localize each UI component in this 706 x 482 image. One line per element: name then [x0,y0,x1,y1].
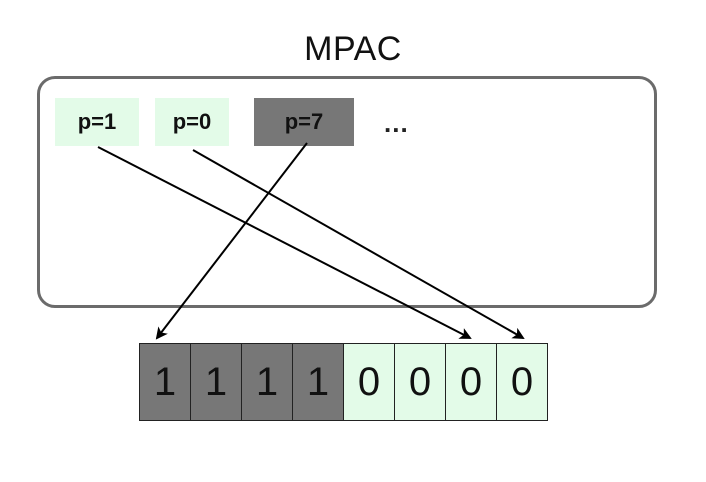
bit-cell: 0 [394,343,446,421]
bit-cell: 1 [241,343,293,421]
bit-cell: 0 [343,343,395,421]
bit-vector: 1 1 1 1 0 0 0 0 [139,343,548,421]
bit-cell: 1 [139,343,191,421]
priority-label-p1: p=1 [55,98,139,146]
diagram-title: MPAC [304,30,402,68]
bit-cell: 0 [445,343,497,421]
bit-cell: 1 [190,343,242,421]
bit-cell: 1 [292,343,344,421]
priority-label-p0: p=0 [155,98,229,146]
bit-cell: 0 [496,343,548,421]
priority-label-p7: p=7 [254,98,354,146]
more-labels-ellipsis: ... [384,108,409,138]
